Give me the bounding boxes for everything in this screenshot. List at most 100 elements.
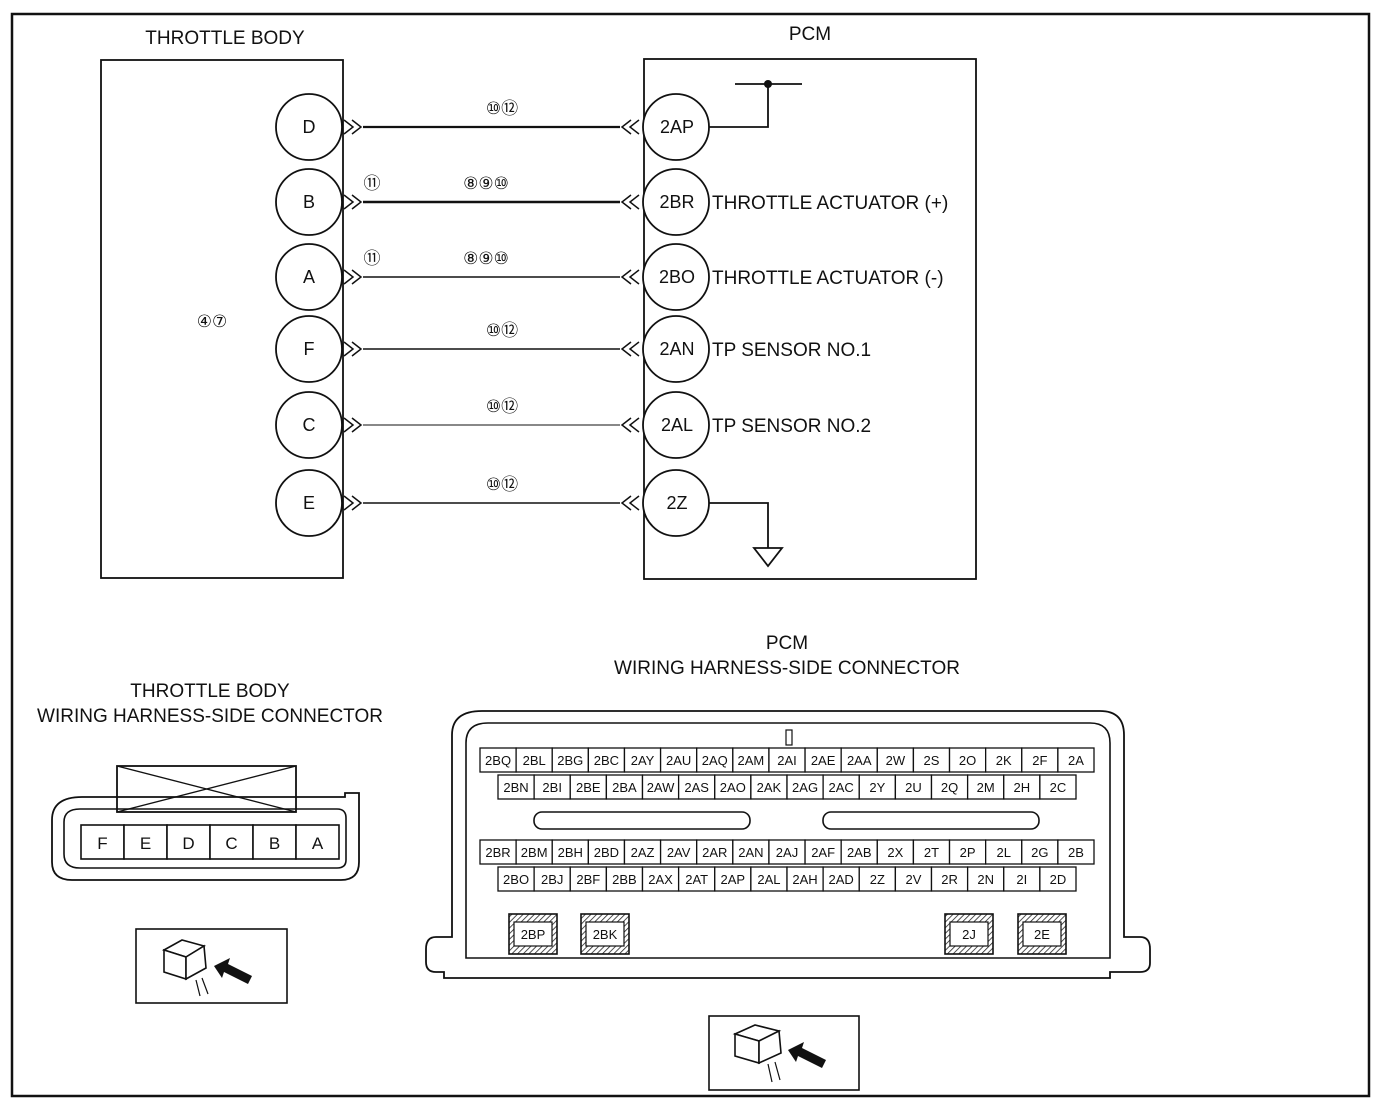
pcm-terminal-cell xyxy=(479,747,517,773)
pcm-terminal-cell-label: 2P xyxy=(960,845,976,860)
pcm-terminal-cell xyxy=(533,866,571,892)
pcm-terminal-cell-label: 2R xyxy=(941,872,958,887)
pcm-terminal-cell xyxy=(1003,774,1041,800)
pcm-terminal-cell-label: 2V xyxy=(905,872,921,887)
tb-connector-pin-label: A xyxy=(312,834,324,853)
pcm-terminal-cell-label: 2O xyxy=(959,753,976,768)
wire-note-b: ⑩⑫ xyxy=(486,475,518,494)
pcm-terminal-cell-label: 2BN xyxy=(503,780,528,795)
pcm-terminal-label: 2BO xyxy=(659,267,695,287)
pcm-terminal-cell-label: 2AM xyxy=(738,753,765,768)
pcm-terminal-cell-label: 2AV xyxy=(667,845,691,860)
pcm-title: PCM xyxy=(789,24,831,45)
pcm-terminal-cell xyxy=(732,747,770,773)
pcm-terminal-cell-label: 2BR xyxy=(485,845,510,860)
connector-chevron-icon xyxy=(343,269,363,285)
pcm-terminal-cell xyxy=(786,866,824,892)
pcm-terminal-cell xyxy=(822,774,860,800)
pcm-terminal-cell-label: 2AI xyxy=(777,753,797,768)
ground-icon xyxy=(708,502,784,568)
pcm-terminal-cell-label: 2I xyxy=(1016,872,1027,887)
throttle-body-box xyxy=(100,59,344,579)
pcm-terminal-cell-label: 2AP xyxy=(721,872,746,887)
pcm-terminal-cell-label: 2AC xyxy=(829,780,854,795)
throttle-body-title: THROTTLE BODY xyxy=(145,28,305,49)
pcm-terminal-cell-label: 2U xyxy=(905,780,922,795)
pcm-terminal-cell xyxy=(677,866,716,892)
pcm-plug-terminal-inner xyxy=(513,921,553,947)
connector-chevron-icon xyxy=(620,194,640,210)
tb-pin-circle xyxy=(275,315,343,383)
pcm-terminal-cell xyxy=(984,747,1023,773)
pcm-terminal-cell-label: 2AE xyxy=(811,753,836,768)
pcm-terminal-cell xyxy=(966,774,1005,800)
pcm-terminal-cell-label: 2D xyxy=(1050,872,1067,887)
pcm-terminal-cell xyxy=(641,774,680,800)
shield-connection xyxy=(708,80,802,128)
wire-note-b: ⑧⑨⑩ xyxy=(463,174,509,193)
tb-connector-pin-label: C xyxy=(225,834,237,853)
pcm-plug-terminal-inner xyxy=(1022,921,1062,947)
pcm-terminal-cell xyxy=(858,774,897,800)
pcm-terminal-cell xyxy=(696,747,734,773)
pcm-terminal-cell xyxy=(1057,747,1095,773)
pcm-terminal-cell xyxy=(569,774,608,800)
pcm-terminal-cell-label: 2Y xyxy=(869,780,885,795)
pcm-terminal-cell xyxy=(750,774,788,800)
pcm-terminal-cell-label: 2AS xyxy=(684,780,709,795)
pcm-terminal-cell-label: 2AU xyxy=(666,753,691,768)
pcm-connector-title-line1: PCM xyxy=(766,633,808,654)
tb-pin-circle xyxy=(275,469,343,537)
pcm-terminal-cell xyxy=(840,839,878,865)
tb-pin-label: F xyxy=(304,339,315,359)
pcm-terminal-cell-label: 2BL xyxy=(523,753,546,768)
pcm-terminal-cell-label: 2BJ xyxy=(541,872,563,887)
pcm-terminal-cell-label: 2BE xyxy=(576,780,601,795)
pcm-terminal-circle xyxy=(642,315,710,383)
pcm-signal-label: TP SENSOR NO.1 xyxy=(712,340,871,361)
wire-note-b: ⑩⑫ xyxy=(486,321,518,340)
pcm-connector-title-line2: WIRING HARNESS-SIDE CONNECTOR xyxy=(614,658,960,679)
pcm-terminal-cell-label: 2BF xyxy=(576,872,600,887)
pcm-terminal-cell-label: 2AZ xyxy=(631,845,655,860)
pcm-terminal-cell xyxy=(714,866,752,892)
pcm-terminal-cell-label: 2BD xyxy=(594,845,619,860)
pcm-terminal-label: 2AL xyxy=(661,415,693,435)
pcm-terminal-cell-label: 2AG xyxy=(792,780,818,795)
view-direction-icon xyxy=(135,928,288,1004)
pcm-terminal-cell xyxy=(948,839,987,865)
pcm-terminal-cell-label: 2G xyxy=(1031,845,1048,860)
connector-chevron-icon xyxy=(343,194,363,210)
pcm-terminal-circle xyxy=(642,469,710,537)
pcm-terminal-cell-label: 2N xyxy=(977,872,994,887)
pcm-terminal-cell xyxy=(984,839,1023,865)
pcm-terminal-cell-label: 2X xyxy=(887,845,903,860)
pcm-terminal-cell-label: 2BI xyxy=(542,780,562,795)
pcm-terminal-cell-label: 2AX xyxy=(648,872,673,887)
tb-pin-label: C xyxy=(303,415,316,435)
pcm-terminal-cell-label: 2AW xyxy=(647,780,675,795)
pcm-terminal-cell xyxy=(659,839,698,865)
pcm-terminal-label: 2AN xyxy=(659,339,694,359)
pcm-terminal-cell-label: 2BM xyxy=(521,845,548,860)
tb-pin-circle xyxy=(275,243,343,311)
pcm-terminal-cell xyxy=(605,774,644,800)
pcm-terminal-cell-label: 2K xyxy=(996,753,1012,768)
pcm-terminal-cell xyxy=(497,774,535,800)
pcm-terminal-cell xyxy=(623,839,662,865)
pcm-terminal-cell xyxy=(1039,866,1077,892)
connector-chevron-icon xyxy=(620,341,640,357)
pcm-terminal-cell xyxy=(623,747,662,773)
tb-connector-pin-cell xyxy=(209,824,254,860)
tb-connector-title-line2: WIRING HARNESS-SIDE CONNECTOR xyxy=(37,706,383,727)
pcm-terminal-cell xyxy=(677,774,716,800)
pcm-terminal-cell-label: 2AK xyxy=(757,780,782,795)
pcm-terminal-cell xyxy=(1039,774,1077,800)
